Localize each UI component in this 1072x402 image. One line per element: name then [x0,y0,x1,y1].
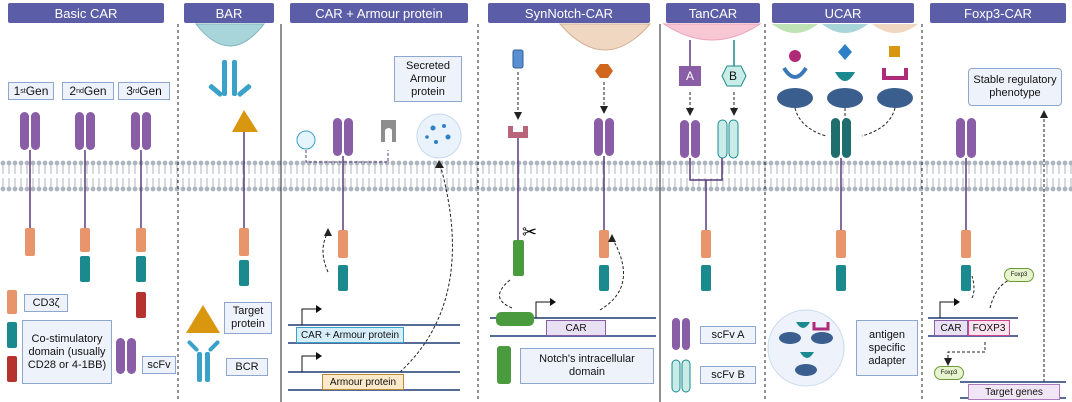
legend-bcr-label: BCR [226,358,268,376]
foxp3-dna [928,317,1018,337]
synnotch-scissors: ✂ [522,222,537,242]
tancar-arrows [686,92,738,116]
armour-antigen-circle [296,130,316,150]
legend-costim-swatch [7,322,17,348]
legend-scfv-a-swatch [672,318,690,350]
foxp3-bubble-1: Foxp3 [1004,268,1034,282]
armour-arrow-up [322,231,329,273]
tancar-antigen-b-label: B [729,69,738,83]
foxp3-car-receptor [956,118,976,291]
tancar-antigen-cell [662,23,762,41]
cell-membrane [0,160,1072,192]
legend-co3-swatch [7,356,17,382]
armour-gene-2: Armour protein [322,374,404,390]
ucar-adapter-icons [779,322,833,376]
gen3-sup: rd [132,87,140,95]
armour-dna-1 [288,324,460,344]
bar-antibody [208,60,252,97]
foxp3-bubble-2: Foxp3 [934,366,964,380]
synnotch-receptor [508,126,528,276]
legend-target-protein-label: Target protein [224,302,272,334]
armour-secreted-bubble [416,113,462,159]
gen2-word: Gen [83,83,107,98]
foxp3-arrow-bubble [989,279,1011,309]
header-synnotch-car: SynNotch-CAR [488,3,650,23]
header-car-armour: CAR + Armour protein [290,3,468,23]
gen3-word: Gen [139,83,162,98]
legend-cd3z-swatch [7,290,17,314]
synnotch-antigen-1 [512,49,524,69]
header-foxp3-car: Foxp3-CAR [930,3,1066,23]
foxp3-gene-foxp3: FOXP3 [968,320,1010,336]
tancar-antigen-a-label: A [686,69,695,83]
legend-scfv-a-label: scFv A [700,326,756,344]
synnotch-dna-notch [496,312,534,326]
armour-dna-2 [288,371,460,391]
synnotch-arrow-dna [499,279,513,309]
secreted-armour-label: Secreted Armour protein [394,56,462,102]
foxp3-promoter [939,301,958,318]
armour-promoter-1 [301,308,320,325]
synnotch-arrow-car [599,237,625,311]
foxp3-arrow-car [971,275,975,299]
synnotch-antigen-cell [558,23,652,51]
synnotch-antigen-2 [595,64,613,78]
basic-car-gen2 [75,112,95,282]
legend-cd3z-label: CD3ζ [24,294,68,312]
armour-dashed-link [305,150,389,163]
tancar-antigen-b-shape [721,65,747,87]
legend-scfv-b-label: scFv B [700,366,756,384]
gen2-sup: nd [76,87,84,95]
synnotch-car-receptor [594,118,614,291]
header-basic-car: Basic CAR [8,3,164,23]
legend-costim-label: Co-stimulatory domain (usually CD28 or 4… [22,320,112,384]
gen1-word: Gen [25,83,49,98]
column-dividers [177,24,923,402]
foxp3-phenotype-label: Stable regulatory phenotype [968,68,1062,106]
bar-receptor [239,132,249,286]
header-ucar: UCAR [772,3,914,23]
synnotch-promoter [535,301,554,318]
ucar-antigen-cells [772,24,918,62]
legend-scfv-b-swatch [671,359,691,393]
ucar-receptor [831,118,851,291]
foxp3-arrow-down [947,342,986,362]
ucar-adapter-label: antigen specific adapter [856,320,918,376]
basic-car-gen3 [131,112,151,318]
ucar-adapters [777,66,913,108]
armour-receptor-grey [381,120,396,142]
gen1-sup: st [20,87,26,95]
legend-target-triangle [186,305,220,333]
ucar-arrows [794,107,896,137]
legend-scfv-swatch [116,338,136,374]
header-bar: BAR [184,3,274,23]
bar-antigen-cell [194,23,266,47]
armour-arrow-secrete [399,163,453,373]
tancar-receptor [680,119,739,291]
bar-target-triangle [232,110,258,132]
legend-scfv-label: scFv [142,356,176,374]
armour-secreted-dots [425,124,451,144]
foxp3-gene-car: CAR [934,320,968,336]
tancar-antigen-a-shape [679,66,701,86]
synnotch-gene-car: CAR [546,320,606,336]
legend-notch-swatch [497,346,511,384]
header-tancar: TanCAR [666,3,760,23]
armour-gene-1: CAR + Armour protein [296,327,404,343]
foxp3-target-genes: Target genes [968,384,1060,400]
legend-bcr-icon [187,340,220,382]
legend-notch-label: Notch's intracellular domain [520,348,654,384]
armour-car-receptor [333,118,353,291]
basic-car-gen1 [20,112,40,256]
armour-promoter-2 [301,355,320,372]
